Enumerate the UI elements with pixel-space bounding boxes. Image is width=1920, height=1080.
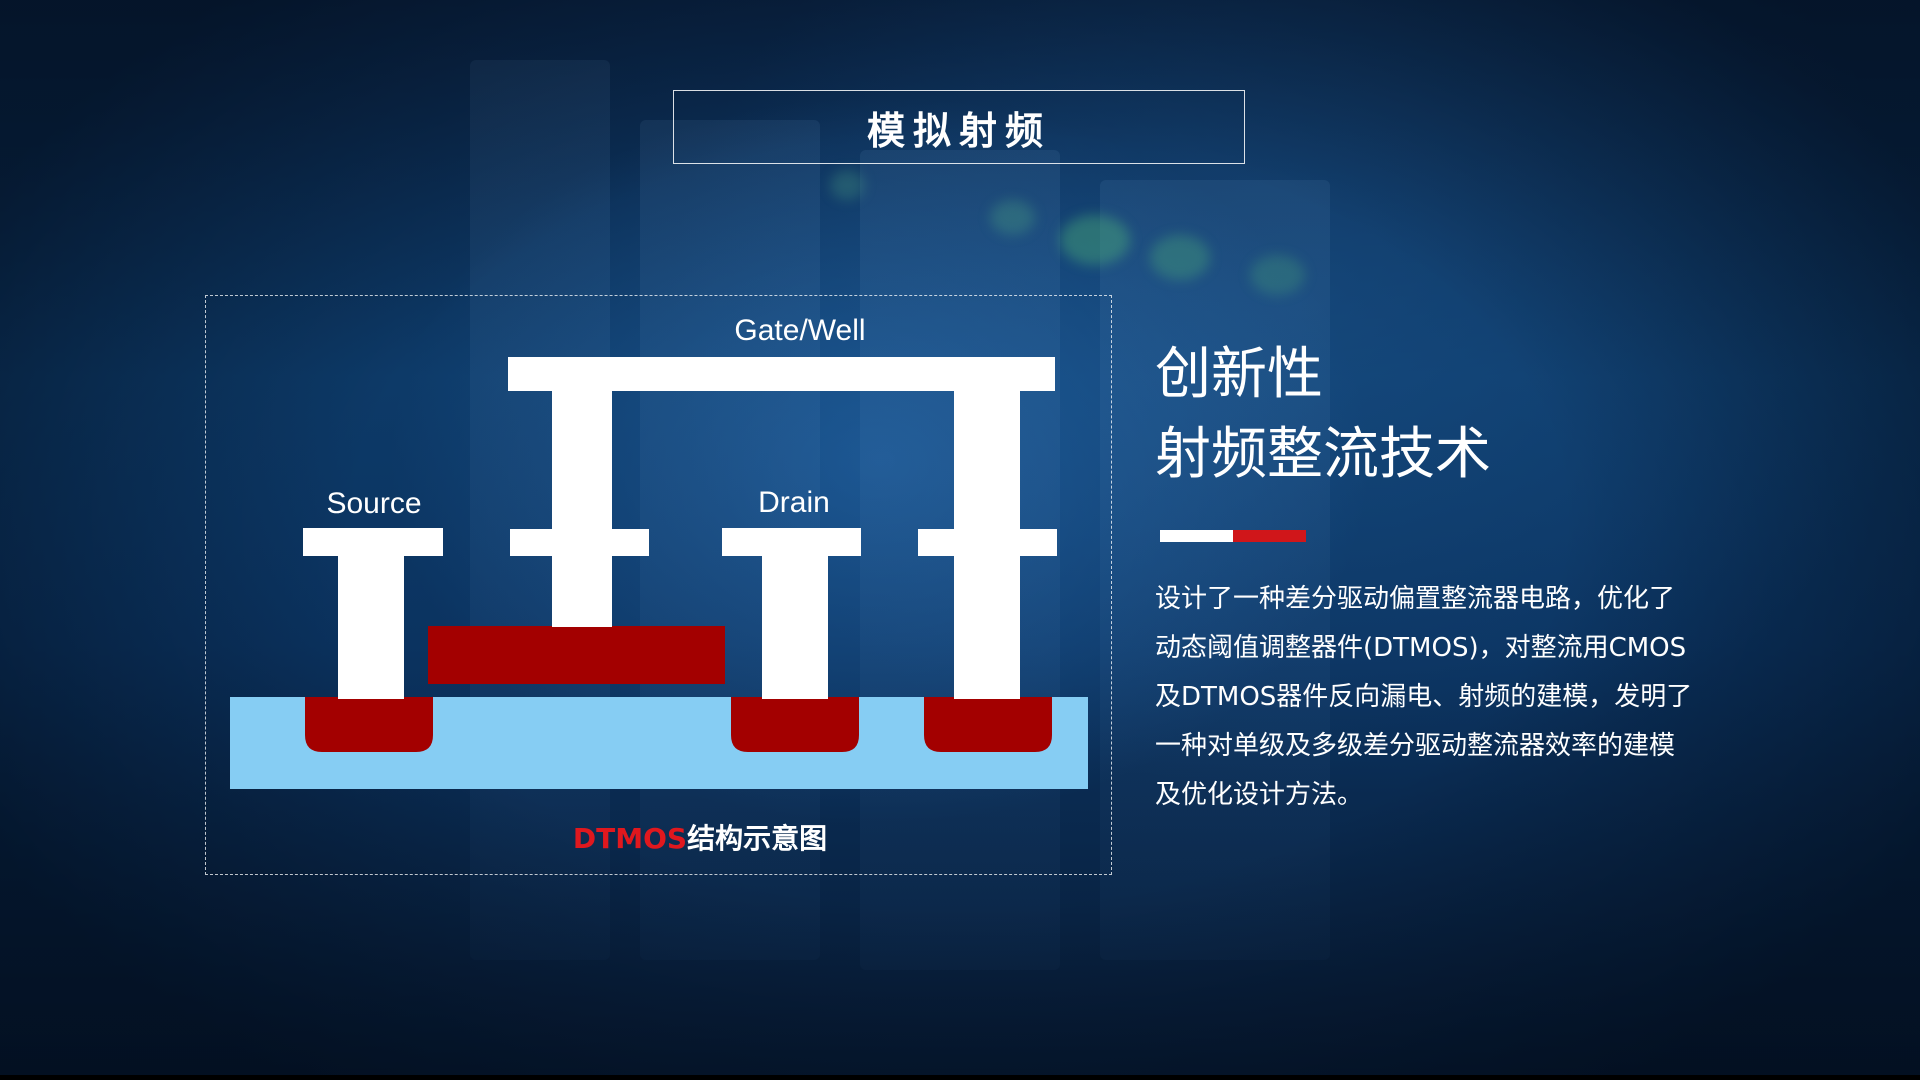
- description: 设计了一种差分驱动偏置整流器电路，优化了 动态阈值调整器件(DTMOS)，对整流…: [1155, 575, 1755, 820]
- source-label: Source: [326, 487, 421, 520]
- description-line: 设计了一种差分驱动偏置整流器电路，优化了: [1155, 584, 1676, 614]
- accent-bar: [1160, 530, 1306, 542]
- description-line: 及优化设计方法。: [1155, 780, 1364, 810]
- gate-well-label: Gate/Well: [734, 314, 865, 347]
- section-heading: 创新性 射频整流技术: [1155, 335, 1491, 495]
- gate-poly: [428, 626, 725, 684]
- description-line: 一种对单级及多级差分驱动整流器效率的建模: [1155, 731, 1676, 761]
- caption-prefix: DTMOS: [573, 822, 687, 855]
- diagram-caption: DTMOS结构示意图: [573, 822, 827, 855]
- caption-suffix: 结构示意图: [687, 822, 827, 855]
- body-well: [924, 697, 1052, 752]
- drain-contact-stem: [762, 528, 828, 699]
- heading-line-1: 创新性: [1155, 342, 1323, 407]
- description-line: 及DTMOS器件反向漏电、射频的建模，发明了: [1155, 682, 1693, 712]
- description-line: 动态阈值调整器件(DTMOS)，对整流用CMOS: [1155, 633, 1687, 663]
- drain-label: Drain: [758, 486, 830, 519]
- diagram-frame: [205, 295, 1112, 875]
- gate-contact-crossbar: [510, 529, 649, 556]
- source-contact-stem: [338, 528, 404, 699]
- well-contact-stem: [954, 357, 1020, 699]
- heading-line-2: 射频整流技术: [1155, 422, 1491, 487]
- accent-bar-white: [1160, 530, 1233, 542]
- bottom-bar: [0, 1075, 1920, 1080]
- source-well: [305, 697, 433, 752]
- gate-contact-stem: [552, 357, 612, 627]
- well-contact-crossbar: [918, 529, 1057, 556]
- drain-well: [731, 697, 859, 752]
- accent-bar-red: [1233, 530, 1306, 542]
- title-box: 模拟射频: [673, 90, 1245, 164]
- page-title: 模拟射频: [866, 107, 1051, 153]
